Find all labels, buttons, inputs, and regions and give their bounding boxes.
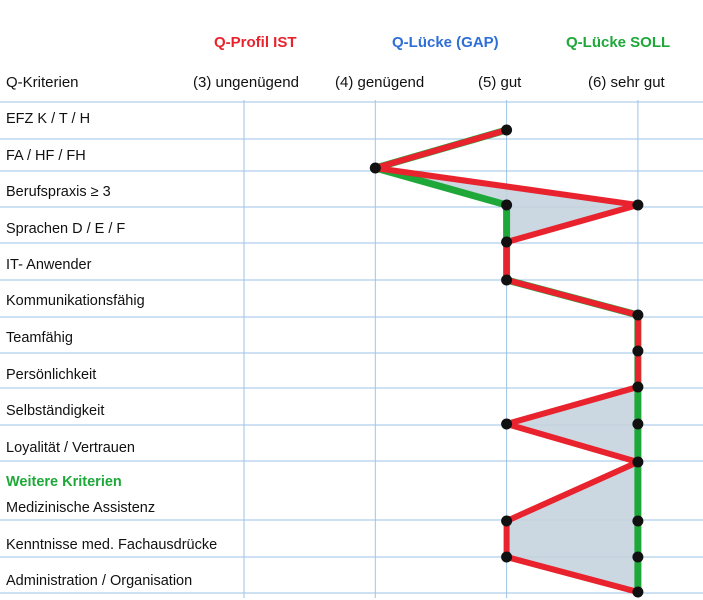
criterion-label: EFZ K / T / H xyxy=(6,111,91,127)
level-label-4: (4) genügend xyxy=(335,74,425,91)
ist-point xyxy=(501,551,513,563)
soll-point xyxy=(632,515,644,527)
legend-gap: Q-Lücke (GAP) xyxy=(392,34,499,51)
level-label-3: (3) ungenügend xyxy=(193,74,299,91)
soll-point xyxy=(501,124,513,136)
criteria-header: Q-Kriterien xyxy=(6,74,79,91)
soll-point xyxy=(632,345,644,357)
soll-point xyxy=(632,309,644,321)
criterion-label: Selbständigkeit xyxy=(6,403,105,419)
criterion-label: Persönlichkeit xyxy=(6,367,97,383)
legend-ist: Q-Profil IST xyxy=(214,34,297,51)
soll-point xyxy=(501,199,513,211)
soll-point xyxy=(632,586,644,598)
ist-point xyxy=(501,515,513,527)
soll-point xyxy=(369,162,381,174)
criterion-label: Loyalität / Vertrauen xyxy=(6,440,135,456)
soll-point xyxy=(632,456,644,468)
soll-point xyxy=(632,418,644,430)
criterion-label: Medizinische Assistenz xyxy=(6,500,156,516)
ist-point xyxy=(501,418,513,430)
criterion-label: Kommunikationsfähig xyxy=(6,293,145,309)
soll-point xyxy=(632,551,644,563)
criterion-label: Teamfähig xyxy=(6,330,73,346)
soll-point xyxy=(501,236,513,248)
criterion-label: Berufspraxis ≥ 3 xyxy=(6,184,111,200)
ist-point xyxy=(632,199,644,211)
criterion-label: Administration / Organisation xyxy=(6,573,193,589)
criterion-label: IT- Anwender xyxy=(6,257,92,273)
legend-soll: Q-Lücke SOLL xyxy=(566,34,671,51)
level-label-5: (5) gut xyxy=(478,74,522,91)
soll-point xyxy=(632,381,644,393)
level-label-6: (6) sehr gut xyxy=(588,74,665,91)
soll-point xyxy=(501,274,513,286)
section-label-weitere-kriterien: Weitere Kriterien xyxy=(6,474,122,490)
criterion-label: Kenntnisse med. Fachausdrücke xyxy=(6,537,218,553)
criterion-label: Sprachen D / E / F xyxy=(6,221,126,237)
criterion-label: FA / HF / FH xyxy=(6,148,86,164)
